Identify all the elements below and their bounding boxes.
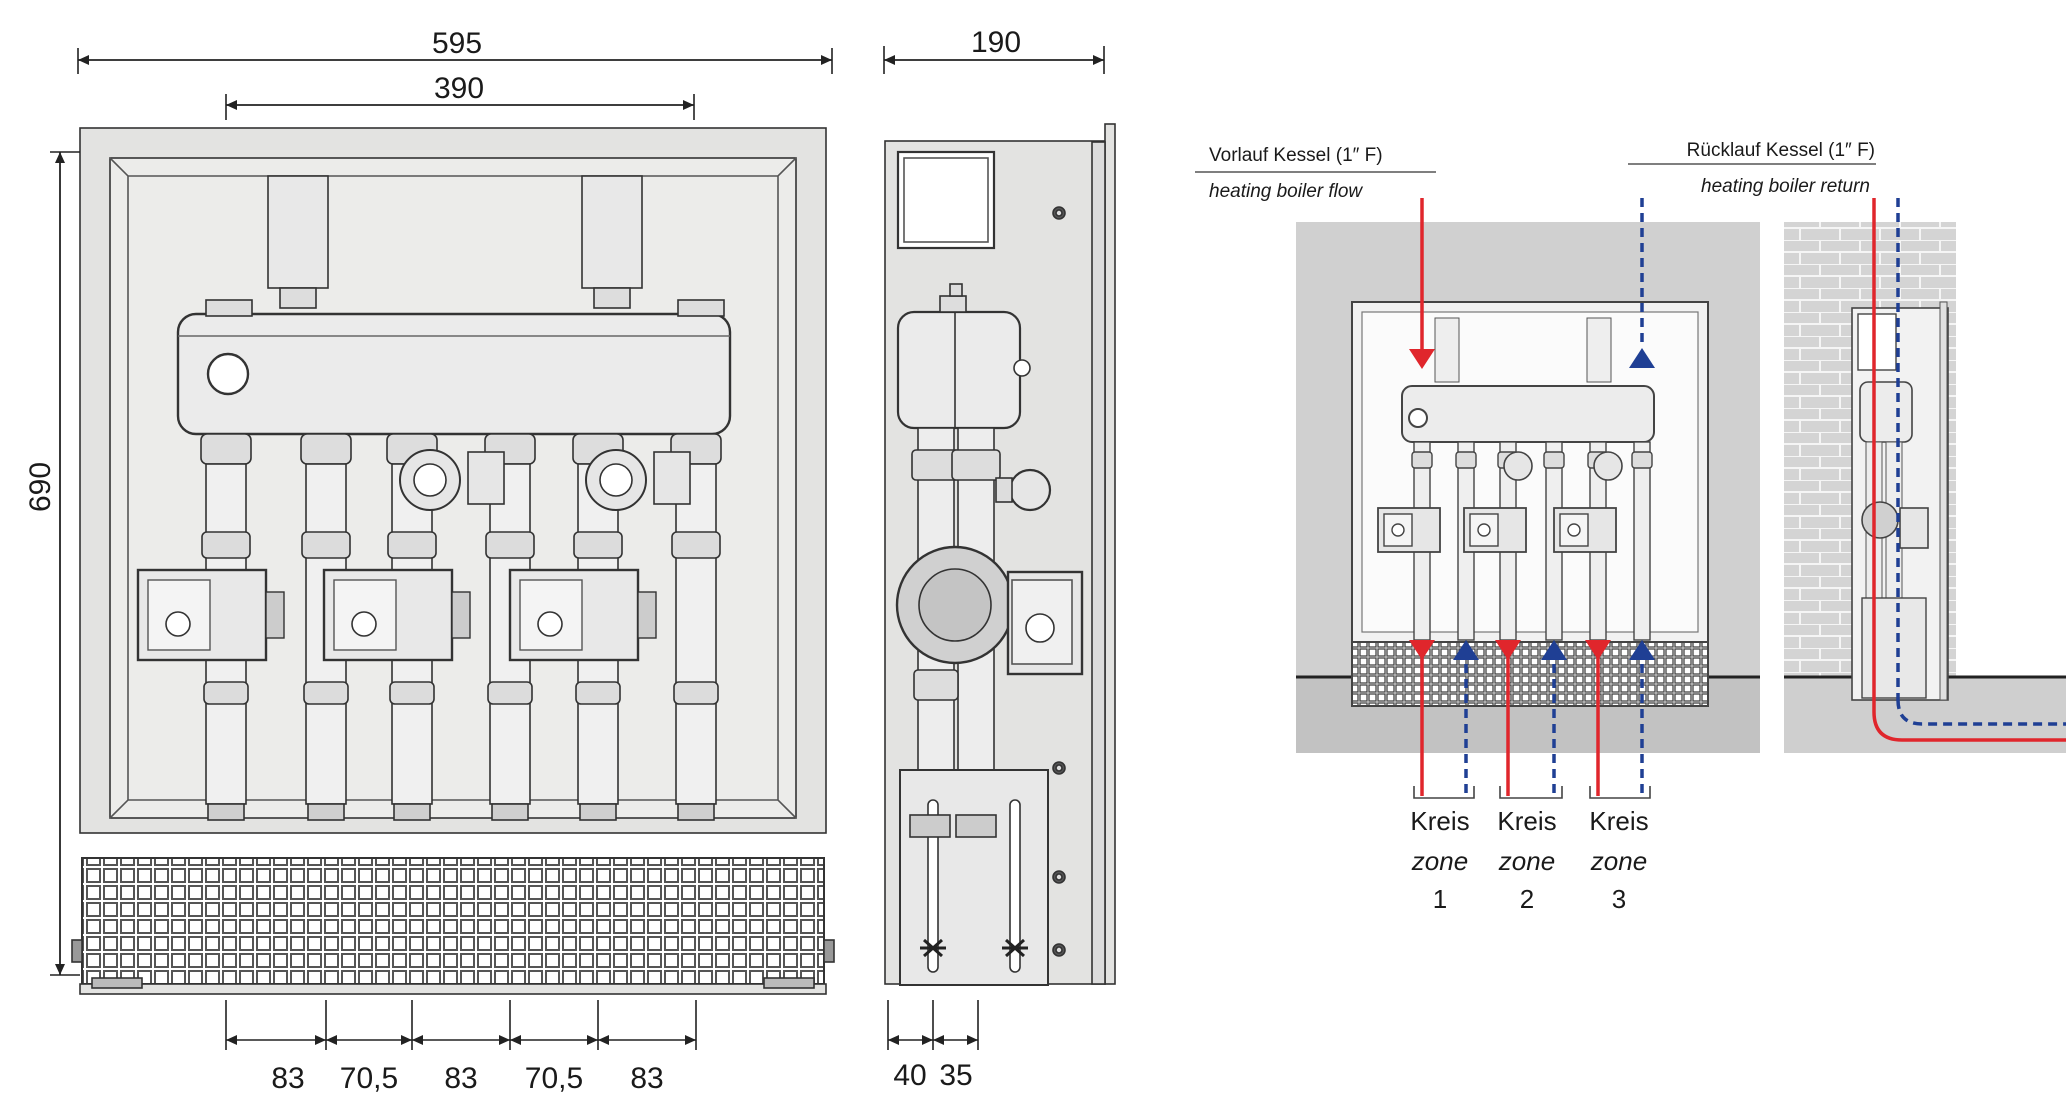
- front-spacing-dim: 83: [444, 1062, 477, 1095]
- front-height-dim: 690: [24, 462, 57, 512]
- front-mixing-valve: [585, 449, 691, 511]
- front-spacing-dim: 70,5: [525, 1062, 583, 1095]
- side-view: [883, 46, 1116, 1050]
- return-label-en: heating boiler return: [1701, 176, 1870, 197]
- zone-label-de: Kreis: [1410, 806, 1469, 836]
- install-grille: [1351, 641, 1709, 707]
- zone-number: 1: [1433, 884, 1447, 914]
- install-view: [1195, 163, 2066, 799]
- front-spacing-dim: 70,5: [340, 1062, 398, 1095]
- front-grille: [81, 857, 825, 985]
- return-label: Rücklauf Kessel (1″ F): [1687, 140, 1875, 161]
- front-pipe: [670, 433, 722, 821]
- front-pump: [322, 568, 471, 662]
- front-mixing-valve: [399, 449, 505, 511]
- side-depth-dim: 190: [971, 26, 1021, 59]
- zone-number: 3: [1612, 884, 1626, 914]
- front-gauge: [206, 352, 250, 396]
- zone-number: 2: [1520, 884, 1534, 914]
- flow-label-en: heating boiler flow: [1209, 181, 1363, 202]
- zone-label-en: zone: [1590, 846, 1647, 876]
- side-dim-40: 40: [893, 1059, 926, 1092]
- front-spacing-dim: 83: [271, 1062, 304, 1095]
- zone-label-en: zone: [1411, 846, 1468, 876]
- front-pump: [136, 568, 285, 662]
- zone-label-de: Kreis: [1497, 806, 1556, 836]
- zone-label-de: Kreis: [1589, 806, 1648, 836]
- front-circuits: [136, 433, 722, 821]
- zone-label-en: zone: [1498, 846, 1555, 876]
- front-spacing-dim: 83: [630, 1062, 663, 1095]
- flow-label: Vorlauf Kessel (1″ F): [1209, 145, 1383, 166]
- front-inner-width-dim: 390: [434, 72, 484, 105]
- side-dim-35: 35: [939, 1059, 972, 1092]
- front-view: [50, 48, 835, 1050]
- front-pump: [508, 568, 657, 662]
- front-width-dim: 595: [432, 27, 482, 60]
- front-manifold: [176, 312, 732, 436]
